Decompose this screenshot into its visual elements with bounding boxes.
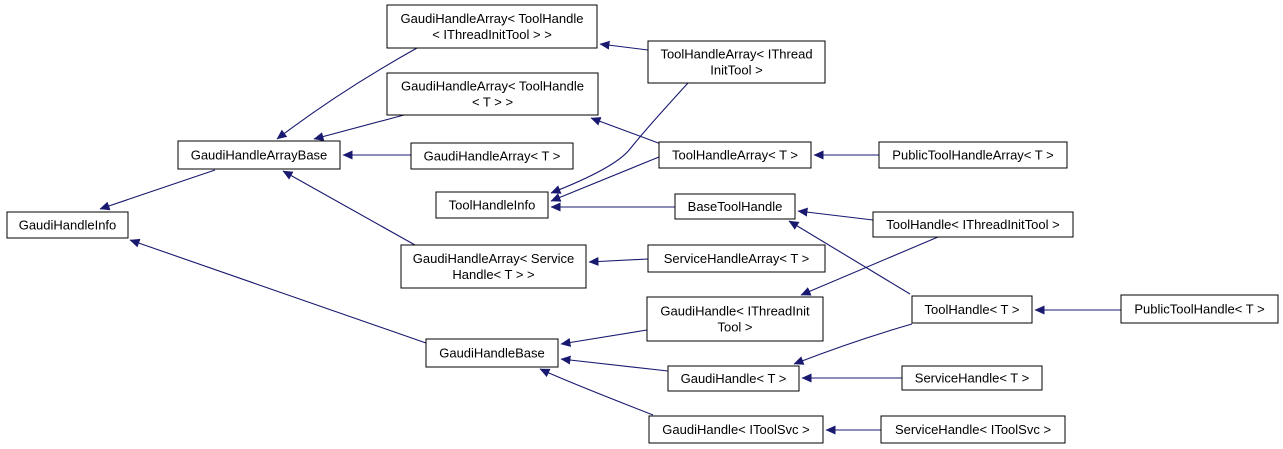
class-node-label: ServiceHandle< T > (915, 371, 1029, 386)
class-node-box (177, 140, 341, 170)
class-node-box (647, 40, 826, 84)
class-node-service-handle-array-t[interactable]: ServiceHandleArray< T > (647, 244, 826, 273)
nodes-layer: GaudiHandleInfoGaudiHandleArrayBaseGaudi… (6, 4, 1279, 444)
class-node-gaudi-handle-array-base[interactable]: GaudiHandleArrayBase (177, 140, 341, 170)
class-node-tool-handle-ithread-init-tool[interactable]: ToolHandle< IThreadInitTool > (872, 211, 1074, 238)
class-node-box (1120, 294, 1279, 324)
class-node-box (648, 415, 824, 444)
class-node-gaudi-handle-array-tool-handle-ithread-init-tool[interactable]: GaudiHandleArray< ToolHandle< IThreadIni… (386, 4, 598, 49)
class-node-box (901, 365, 1043, 391)
class-node-label: GaudiHandleInfo (19, 218, 117, 233)
inheritance-edge-tool-handle-array-t-to-tool-handle-info (550, 156, 660, 202)
class-node-label: BaseToolHandle (688, 199, 783, 214)
class-node-tool-handle-info[interactable]: ToolHandleInfo (435, 191, 549, 219)
class-node-gaudi-handle-info[interactable]: GaudiHandleInfo (6, 211, 129, 239)
class-node-box (674, 193, 796, 220)
class-node-box (911, 295, 1033, 324)
class-node-label: GaudiHandleArray< ToolHandle (401, 11, 584, 26)
inheritance-edge-gaudi-handle-array-tool-handle-t-to-gaudi-handle-array-base (313, 114, 405, 141)
class-node-label: GaudiHandleArray< Service (413, 251, 575, 266)
class-node-tool-handle-array-ithread-init-tool[interactable]: ToolHandleArray< IThreadInitTool > (647, 40, 826, 84)
class-node-label: ToolHandle< IThreadInitTool > (886, 217, 1059, 232)
inheritance-edge-tool-handle-array-t-to-gaudi-handle-array-tool-handle-t (590, 117, 662, 145)
class-node-box (880, 415, 1066, 444)
class-node-tool-handle-array-t[interactable]: ToolHandleArray< T > (658, 141, 812, 169)
class-node-label: < IThreadInitTool > > (432, 27, 552, 42)
class-node-gaudi-handle-t[interactable]: GaudiHandle< T > (667, 365, 800, 392)
class-node-gaudi-handle-array-t[interactable]: GaudiHandleArray< T > (410, 142, 574, 170)
class-node-label: GaudiHandleArray< T > (424, 149, 561, 164)
class-node-label: Handle< T > > (452, 267, 534, 282)
class-node-box (410, 142, 574, 170)
class-node-label: GaudiHandle< T > (681, 371, 787, 386)
class-node-public-tool-handle-array-t[interactable]: PublicToolHandleArray< T > (878, 141, 1068, 169)
class-node-label: GaudiHandleBase (439, 346, 545, 361)
class-node-tool-handle-t[interactable]: ToolHandle< T > (911, 295, 1033, 324)
class-node-gaudi-handle-base[interactable]: GaudiHandleBase (425, 338, 559, 368)
class-node-label: ToolHandleInfo (449, 198, 536, 213)
class-node-label: ServiceHandleArray< T > (664, 251, 809, 266)
class-node-label: ToolHandleArray< IThread (660, 47, 812, 62)
inheritance-edge-tool-handle-t-to-gaudi-handle-t (793, 323, 913, 365)
class-node-label: ToolHandle< T > (925, 302, 1020, 317)
class-node-box (658, 141, 812, 169)
class-node-label: ServiceHandle< IToolSvc > (895, 422, 1051, 437)
class-node-label: < T > > (472, 95, 513, 110)
class-node-box (6, 211, 129, 239)
class-node-label: InitTool > (710, 63, 762, 78)
class-node-box (667, 365, 800, 392)
class-node-box (386, 4, 598, 49)
inheritance-edge-tool-handle-ithread-init-tool-to-gaudi-handle-ithread-init-tool (800, 236, 939, 296)
class-node-label: GaudiHandle< IThreadInit (660, 304, 810, 319)
class-node-box (872, 211, 1074, 238)
inheritance-edge-tool-handle-array-ithread-init-tool-to-gaudi-handle-array-tool-handle-ithread-init-tool (599, 40, 649, 51)
inheritance-edge-gaudi-handle-ithread-init-tool-to-gaudi-handle-base (560, 329, 648, 347)
inheritance-edge-gaudi-handle-t-to-gaudi-handle-base (560, 355, 669, 372)
class-node-service-handle-t[interactable]: ServiceHandle< T > (901, 365, 1043, 391)
inheritance-edge-gaudi-handle-base-to-gaudi-handle-info (129, 238, 427, 344)
edges-layer (99, 40, 1121, 435)
class-node-box (646, 296, 824, 342)
class-node-public-tool-handle-t[interactable]: PublicToolHandle< T > (1120, 294, 1279, 324)
class-node-service-handle-itool-svc[interactable]: ServiceHandle< IToolSvc > (880, 415, 1066, 444)
inheritance-edge-tool-handle-ithread-init-tool-to-base-tool-handle (797, 207, 874, 221)
inheritance-edge-gaudi-handle-array-base-to-gaudi-handle-info (99, 169, 216, 211)
inheritance-edge-gaudi-handle-array-tool-handle-ithread-init-tool-to-gaudi-handle-array-base (276, 47, 418, 140)
inheritance-edge-gaudi-handle-array-service-handle-t-to-gaudi-handle-array-base (282, 170, 416, 246)
class-node-box (425, 338, 559, 368)
inheritance-edge-tool-handle-array-ithread-init-tool-to-tool-handle-info (550, 82, 689, 194)
class-node-label: PublicToolHandle< T > (1134, 302, 1264, 317)
inheritance-edge-gaudi-handle-itool-svc-to-gaudi-handle-base (539, 368, 654, 416)
class-node-label: ToolHandleArray< T > (672, 148, 798, 163)
class-node-gaudi-handle-ithread-init-tool[interactable]: GaudiHandle< IThreadInitTool > (646, 296, 824, 342)
inheritance-edge-tool-handle-t-to-base-tool-handle (788, 220, 911, 295)
class-node-label: Tool > (717, 320, 752, 335)
class-node-box (435, 191, 549, 219)
class-node-gaudi-handle-itool-svc[interactable]: GaudiHandle< IToolSvc > (648, 415, 824, 444)
class-node-box (400, 244, 587, 289)
class-node-label: GaudiHandle< IToolSvc > (662, 422, 809, 437)
class-node-label: PublicToolHandleArray< T > (892, 148, 1053, 163)
class-node-box (386, 72, 599, 116)
class-node-box (647, 244, 826, 273)
class-node-base-tool-handle[interactable]: BaseToolHandle (674, 193, 796, 220)
inheritance-edge-service-handle-array-t-to-gaudi-handle-array-service-handle-t (588, 257, 649, 267)
class-node-gaudi-handle-array-tool-handle-t[interactable]: GaudiHandleArray< ToolHandle< T > > (386, 72, 599, 116)
class-node-label: GaudiHandleArray< ToolHandle (401, 79, 584, 94)
class-node-label: GaudiHandleArrayBase (191, 148, 328, 163)
class-node-box (878, 141, 1068, 169)
class-node-gaudi-handle-array-service-handle-t[interactable]: GaudiHandleArray< ServiceHandle< T > > (400, 244, 587, 289)
